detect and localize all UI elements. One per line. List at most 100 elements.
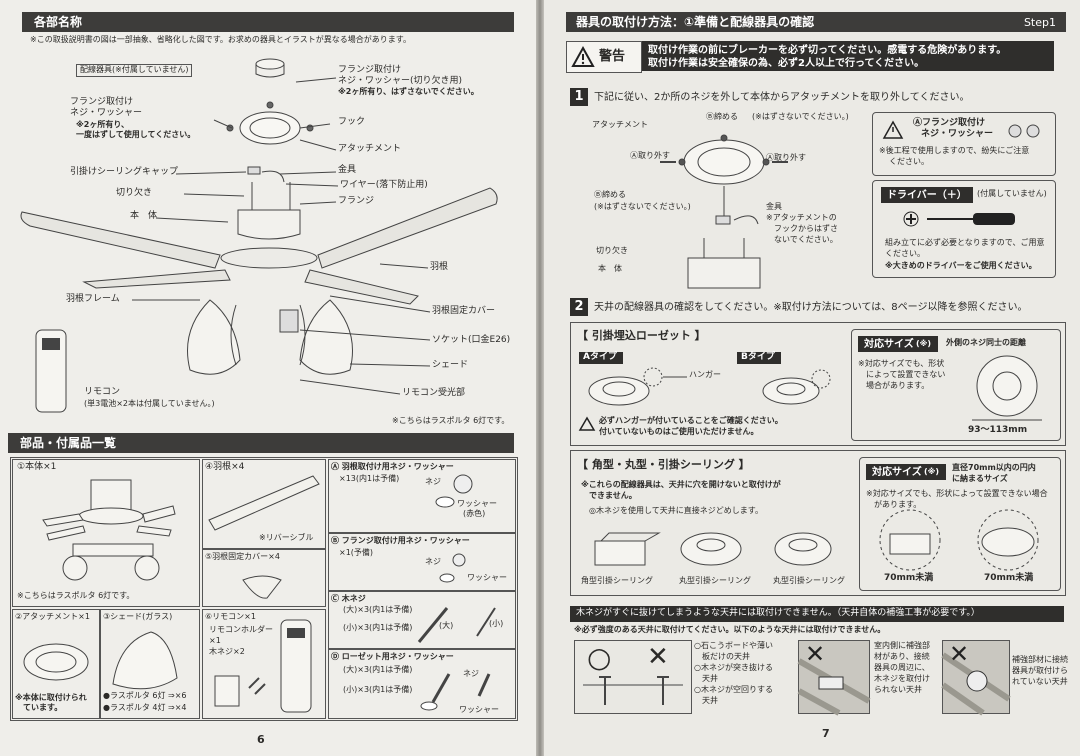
rosette-size-sup: (※): [916, 339, 932, 348]
step2-text: 天井の配線器具の確認をしてください。※取付け方法については、8ページ以降を参照く…: [594, 302, 1028, 313]
bottom-l1: ○石こうボードや薄い: [694, 641, 773, 650]
right-page: 器具の取付け方法：①準備と配線器具の確認 Step1 警告 取付け作業の前にブレ…: [544, 0, 1080, 756]
rosette-size-box: 対応サイズ (※) 外側のネジ同士の距離 ※対応サイズでも、形状 によって設置で…: [851, 329, 1061, 441]
rosette-size-note3: 場合があります。: [866, 381, 930, 390]
ng-reinforce-illustration: [797, 658, 871, 716]
part-B-title: Ⓑ フランジ取付け用ネジ・ワッシャー: [331, 536, 470, 545]
note-illustration: ※この取扱説明書の図は一部抽象、省略化した図です。お求めの器具とイラストが異なる…: [30, 35, 411, 44]
part-cell-body: ①本体×1 ※こちらはラスポルタ 6灯です。: [12, 459, 200, 607]
part-attachment-note1: ※本体に取付けられ: [15, 693, 87, 702]
part-B-illustration: [439, 553, 466, 583]
label-remote: リモコン: [84, 387, 121, 397]
ceiling-size-label: 対応サイズ: [872, 467, 922, 478]
part-A-washer-color: (赤色): [463, 509, 486, 518]
step1-number: 1: [570, 88, 588, 106]
ceiling-box: 【 角型・丸型・引掛シーリング 】 ※これらの配線器具は、天井に穴を開けないと取…: [570, 450, 1066, 596]
bottom-m5: られない天井: [874, 685, 922, 694]
part-cell-C: Ⓒ 木ネジ (大)×3(内1は予備) (小)×3(内1は予備) (大) (小): [328, 591, 516, 649]
label-kanagu: 金具: [338, 165, 357, 175]
ceiling-size-box: 対応サイズ (※) 直径70mm以内の円内 に納まるサイズ ※対応サイズでも、形…: [859, 457, 1061, 591]
part-C-large: (大)×3(内1は予備): [343, 605, 413, 614]
warning-triangle-icon: [571, 45, 595, 67]
section-title-bar: 各部名称: [22, 12, 514, 32]
rosette-title: 【 引掛埋込ローゼット 】: [577, 329, 706, 342]
rosette-a-type-tag: Aタイプ: [579, 352, 623, 364]
bottom-m3: 器具の周辺に、: [874, 663, 930, 672]
warning-line-1: 取付け作業の前にブレーカーを必ず切ってください。感電する危険があります。: [648, 45, 1007, 56]
part-D-title: Ⓓ ローゼット用ネジ・ワッシャー: [331, 652, 454, 661]
rosette-size-note2: によって設置できない: [866, 370, 946, 379]
bottom-sub: ※必ず強度のある天井に取付けてください。以下のような天井には取付けできません。: [574, 625, 886, 634]
ceiling-size-title2: に納まるサイズ: [952, 474, 1008, 483]
part-blade-illustration: [208, 475, 320, 531]
step2-number: 2: [570, 298, 588, 316]
ng-cross-icon: ✕: [647, 642, 669, 672]
label-receiver: リモコン受光部: [402, 388, 466, 398]
attachment-removal-diagram: [660, 134, 788, 289]
info1-title1: Ⓐフランジ取付け: [913, 118, 986, 128]
ceiling-maru1: 丸型引掛シーリング: [679, 576, 751, 585]
page-number-right: 7: [822, 727, 830, 740]
rosette-warn1: 必ずハンガーが付いていることをご確認ください。: [599, 416, 783, 425]
label-socket: ソケット(口金E26): [432, 335, 511, 345]
label-body: 本 体: [130, 211, 158, 221]
rosette-b-type-tag: Bタイプ: [737, 352, 781, 364]
ceiling-ok-ng-panel: ○ ✕: [574, 640, 692, 714]
screw-washer-icon: [1008, 124, 1040, 138]
screw-comparison-illustration: [583, 676, 683, 705]
rosette-b-type: Bタイプ: [741, 352, 775, 362]
part-remote-holder-qty: ×1: [209, 636, 221, 645]
rosette-hanger: ハンガー: [689, 370, 721, 379]
screwdriver-icon: [903, 211, 1015, 227]
warning-label: 警告: [599, 49, 626, 64]
label-wiring-device: 配線器具(※付属していません): [76, 64, 193, 77]
rosette-size-tag: 対応サイズ (※): [858, 336, 938, 352]
bottom-m2: 材があり、接続: [874, 652, 930, 661]
ceiling-size-2: 70mm未満: [984, 573, 1034, 583]
rosette-size-note1: ※対応サイズでも、形状: [858, 359, 945, 368]
part-remote-holder: リモコンホルダー: [209, 625, 273, 634]
ceiling-maru2: 丸型引掛シーリング: [773, 576, 845, 585]
install-header-bar: 器具の取付け方法：①準備と配線器具の確認 Step1: [566, 12, 1066, 32]
part-label-blade: ④羽根×4: [205, 462, 245, 472]
driver-sub: (付属していません): [977, 189, 1047, 198]
part-body-note: ※こちらはラスポルタ 6灯です。: [17, 591, 135, 600]
install-header-title: 器具の取付け方法：①準備と配線器具の確認: [576, 15, 815, 29]
bottom-l3: ○木ネジが突き抜ける: [694, 663, 773, 672]
label-flange-screw-note: ※2ヶ所有り、はずさないでください。: [338, 87, 479, 96]
warning-badge: 警告: [566, 41, 642, 73]
ceiling-title: 【 角型・丸型・引掛シーリング 】: [577, 458, 750, 471]
bottom-l4: 天井: [702, 674, 718, 683]
bottom-banner-text: 木ネジがすぐに抜けてしまうような天井には取付けできません。（天井自体の補強工事が…: [576, 608, 980, 618]
part-body-illustration: [42, 479, 176, 581]
info1-title2: ネジ・ワッシャー: [921, 129, 994, 139]
part-C-sho: (小): [489, 619, 504, 628]
bottom-l5: ○木ネジが空回りする: [694, 685, 773, 694]
driver-note2: ください。: [885, 249, 925, 258]
part-cell-A: Ⓐ 羽根取付け用ネジ・ワッシャー ×13(内1は予備) ネジ ワッシャー (赤色…: [328, 459, 516, 533]
label-blade-frame: 羽根フレーム: [66, 294, 120, 304]
driver-title: ドライバー（＋）: [887, 190, 967, 201]
d1-kanagu: 金具: [766, 202, 782, 211]
part-shade-4: ●ラスポルタ 4灯 ⇒×4: [103, 703, 187, 712]
ng-panel-reinforce: ✕: [797, 640, 871, 716]
warning-line-2: 取付け作業は安全確保の為、必ず2人以上で行ってください。: [648, 58, 925, 69]
label-flange-screw-2: ネジ・ワッシャー(切り欠き用): [338, 76, 463, 86]
part-C-title: Ⓒ 木ネジ: [331, 594, 366, 603]
label-flange: フランジ: [338, 196, 375, 206]
ok-circle-icon: ○: [587, 641, 612, 674]
d1-kanagu-note2: フックからはずさ: [774, 224, 838, 233]
ceiling-illustrations: [594, 532, 832, 566]
part-cell-remote: ⑥リモコン×1 リモコンホルダー ×1 木ネジ×2: [202, 609, 326, 719]
ng-cross-icon-2: ✕: [805, 640, 826, 668]
label-flange-screw-1: フランジ取付け: [338, 65, 402, 75]
label-flange-left-1: フランジ取付け: [70, 97, 134, 107]
info-driver: ドライバー（＋） (付属していません) 組み立てに必ず必要となりますので、ご用意…: [872, 180, 1056, 278]
rosette-box: 【 引掛埋込ローゼット 】 Aタイプ Bタイプ ハンガー 必ずハンガーが付いてい…: [570, 322, 1066, 446]
part-remote-screw: 木ネジ×2: [209, 647, 245, 656]
part-A-title: Ⓐ 羽根取付け用ネジ・ワッシャー: [331, 462, 454, 471]
part-label-blade-cover: ⑤羽根固定カバー×4: [205, 552, 280, 561]
rosette-size-label: 対応サイズ: [864, 339, 914, 350]
bottom-m1: 室内側に補強部: [874, 641, 930, 650]
part-B-neji: ネジ: [425, 557, 441, 566]
